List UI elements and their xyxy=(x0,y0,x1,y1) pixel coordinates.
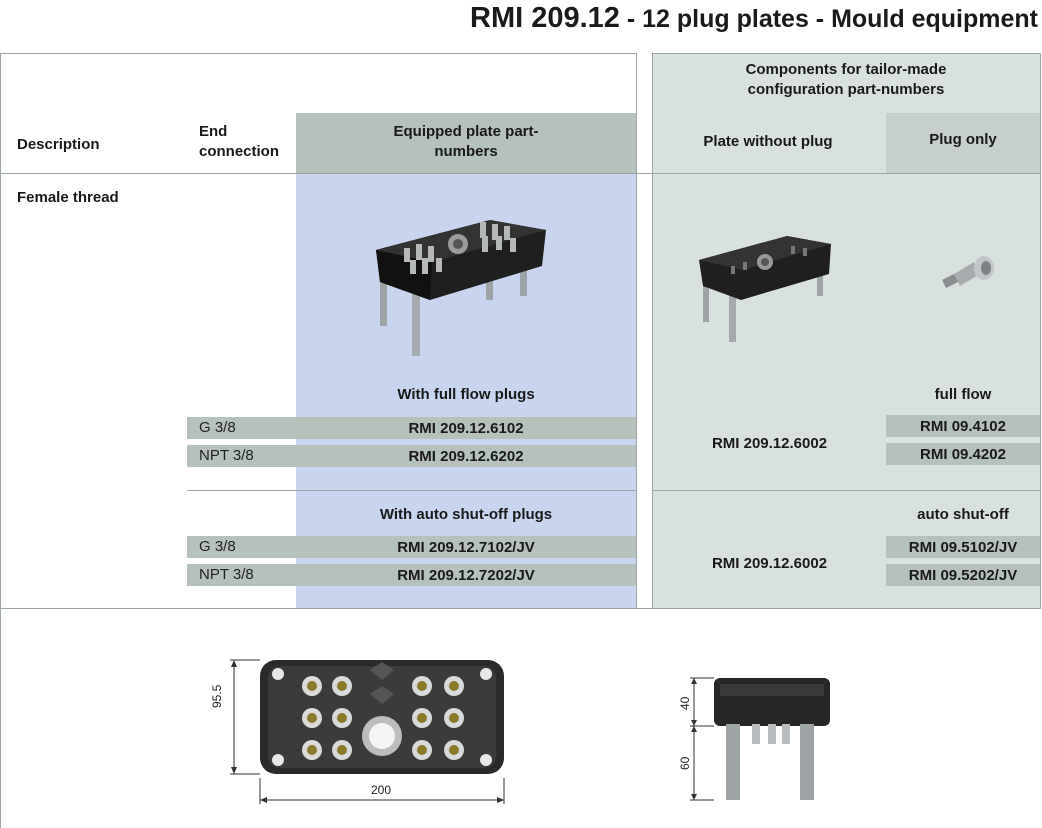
components-left-border xyxy=(652,53,653,609)
group2-row1-bg xyxy=(187,536,636,558)
top-dimension-label: 40 xyxy=(678,696,692,710)
plate-without-plug-header: Plate without plug xyxy=(703,133,833,150)
plug-image xyxy=(936,246,996,296)
group1-row1-connection: G 3/8 xyxy=(199,419,236,436)
bottom-dimension-label: 60 xyxy=(678,756,692,770)
drawing-left-border xyxy=(0,608,1,828)
group-divider-right xyxy=(652,490,1041,491)
group2-row1-equipped-code: RMI 209.12.7102/JV xyxy=(397,538,535,556)
group1-plug-code1: RMI 09.4102 xyxy=(886,415,1040,437)
right-border xyxy=(1040,53,1041,609)
width-dimension-label: 200 xyxy=(371,783,392,797)
top-border xyxy=(0,53,636,54)
table-bottom-line xyxy=(0,608,1041,609)
header-bottom-line xyxy=(0,173,1041,174)
top-view-drawing xyxy=(210,650,520,810)
group1-row2-bg xyxy=(187,445,636,467)
mid-border xyxy=(636,53,637,609)
group2-plug-code1: RMI 09.5102/JV xyxy=(886,536,1040,558)
end-connection-header: End connection xyxy=(199,123,280,160)
section-label: Female thread xyxy=(17,189,119,206)
equipped-header: Equipped plate part-numbers xyxy=(393,123,539,160)
equipped-header-bg xyxy=(296,113,636,173)
group-divider-left xyxy=(187,490,636,491)
group1-row1-bg xyxy=(187,417,636,439)
group2-row2-connection: NPT 3/8 xyxy=(199,566,254,583)
group2-row2-equipped-code: RMI 209.12.7202/JV xyxy=(397,566,535,584)
group2-equipped-label: With auto shut-off plugs xyxy=(379,505,553,523)
group2-plug-code2: RMI 09.5202/JV xyxy=(886,564,1040,586)
plate-image xyxy=(695,222,835,346)
group2-plug-label: auto shut-off xyxy=(917,505,1009,523)
group1-equipped-label: With full flow plugs xyxy=(397,385,535,403)
equipped-plate-image xyxy=(370,200,550,360)
components-top-border xyxy=(652,53,1041,54)
left-border xyxy=(0,53,1,609)
group2-plate-code: RMI 209.12.6002 xyxy=(711,554,828,572)
group2-row2-bg xyxy=(187,564,636,586)
components-header: Components for tailor-made configuration… xyxy=(745,61,947,98)
plug-only-header: Plug only xyxy=(929,131,997,148)
title-code: RMI 209.12 xyxy=(470,2,620,34)
group2-row1-connection: G 3/8 xyxy=(199,538,236,555)
side-view-drawing xyxy=(670,668,840,808)
group1-row2-connection: NPT 3/8 xyxy=(199,447,254,464)
group1-row2-equipped-code: RMI 209.12.6202 xyxy=(408,447,524,465)
height-dimension-label: 95.5 xyxy=(210,684,224,708)
group1-plug-code2: RMI 09.4202 xyxy=(886,443,1040,465)
description-header: Description xyxy=(17,136,100,153)
page-title: RMI 209.12 - 12 plug plates - Mould equi… xyxy=(470,2,1038,35)
group1-row1-equipped-code: RMI 209.12.6102 xyxy=(408,419,524,437)
plug-header-bg xyxy=(886,113,1040,173)
group1-plate-code: RMI 209.12.6002 xyxy=(711,434,828,452)
title-rest: - 12 plug plates - Mould equipment xyxy=(619,5,1038,33)
group1-plug-label: full flow xyxy=(934,385,992,403)
